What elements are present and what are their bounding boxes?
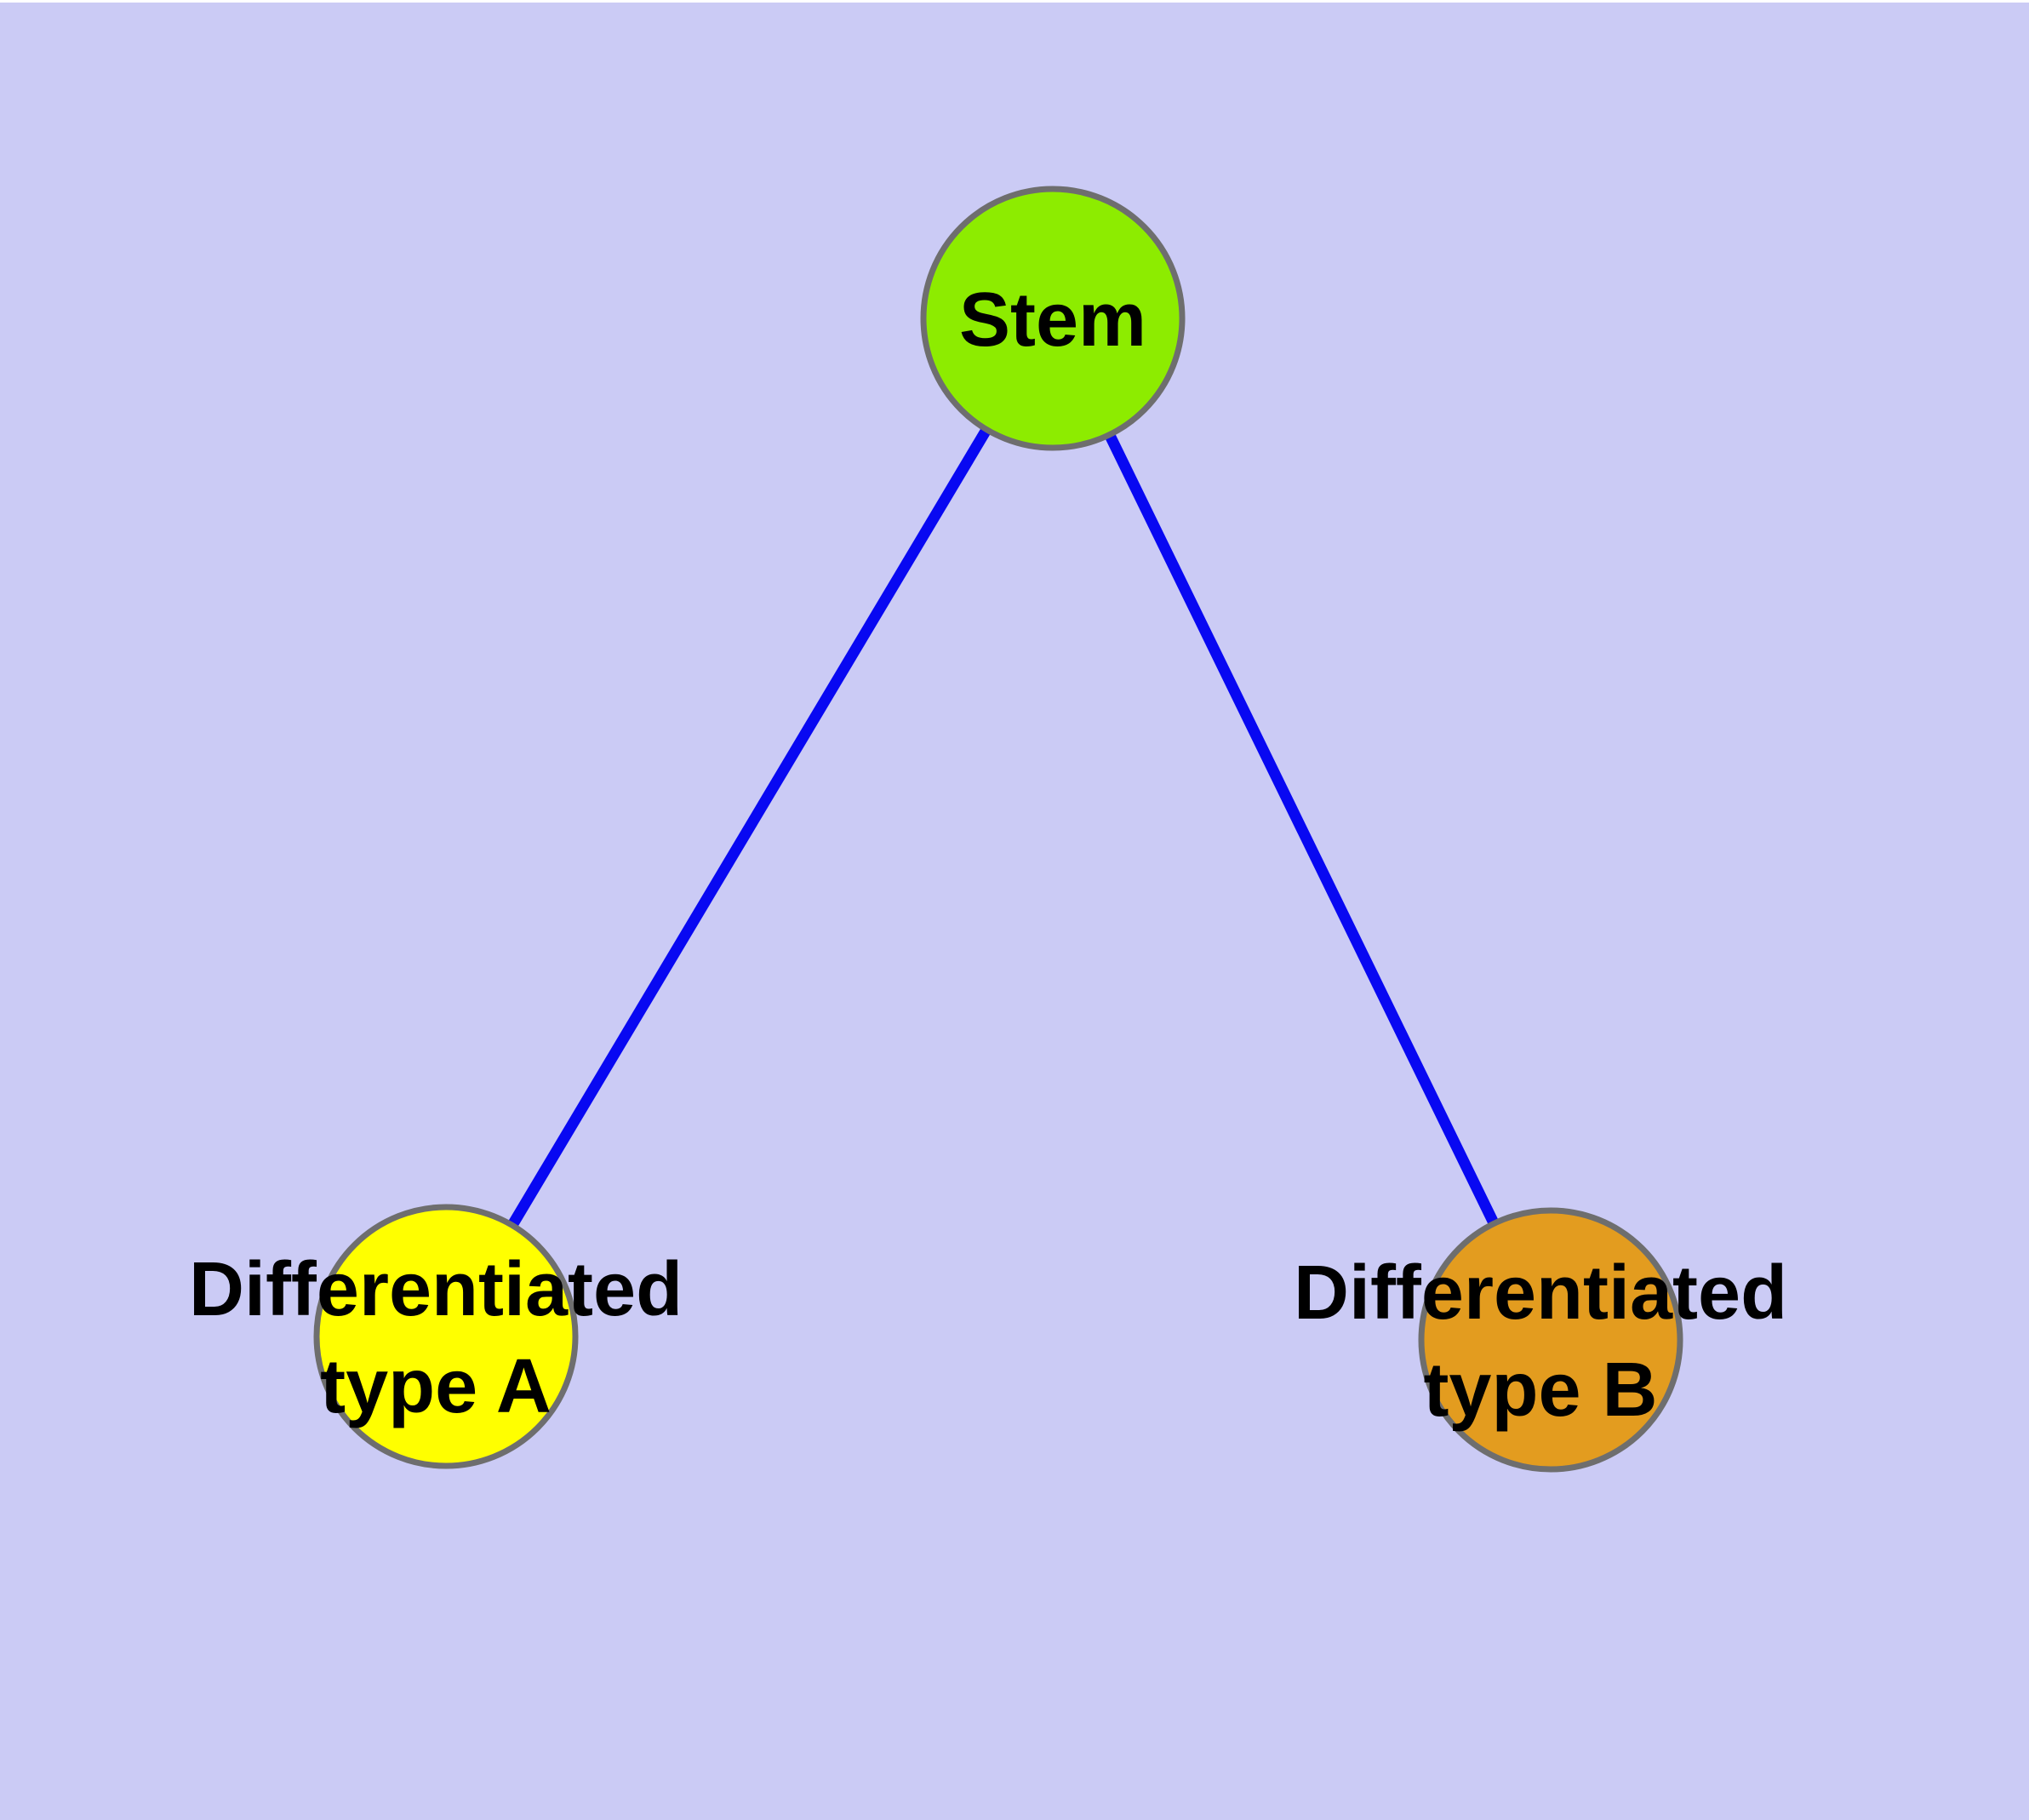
node-type-b-circle (1418, 1207, 1683, 1473)
edge-stem-to-type-a (441, 315, 1058, 1340)
node-stem-circle (920, 186, 1186, 451)
edge-stem-to-type-b (1048, 316, 1556, 1342)
top-margin-strip (0, 0, 2029, 3)
node-type-a-circle (313, 1204, 579, 1469)
